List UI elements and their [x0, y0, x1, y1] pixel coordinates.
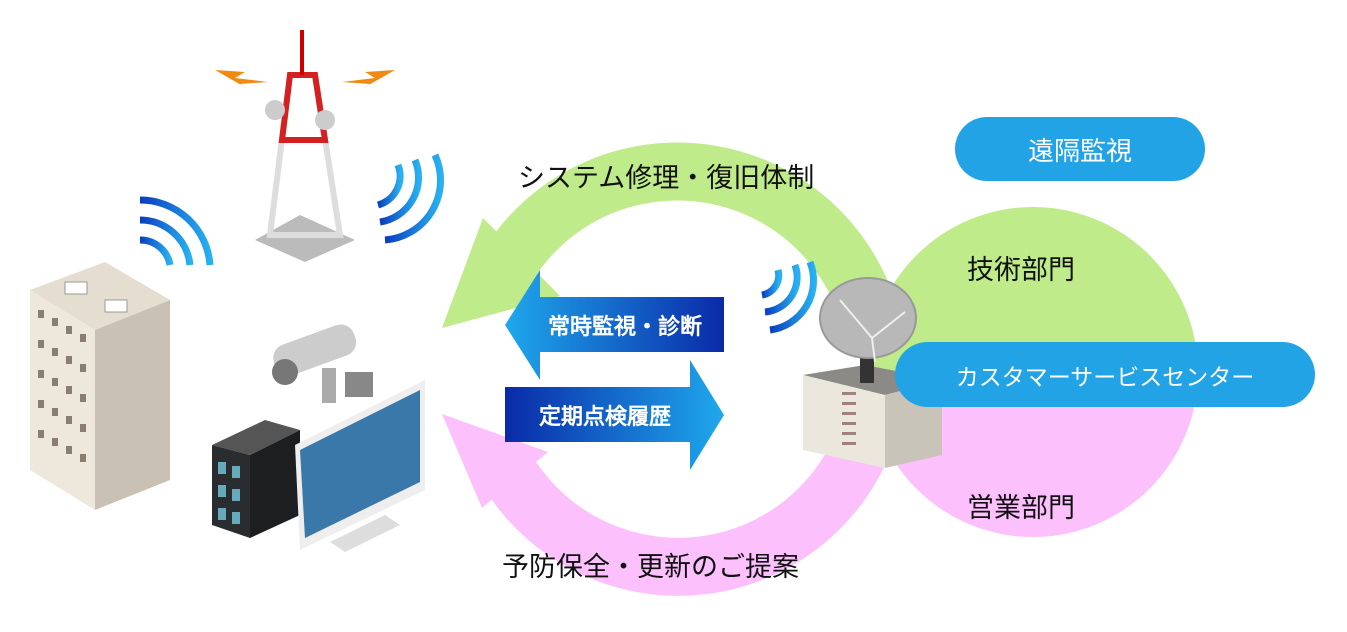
arrow-right: [505, 360, 724, 470]
apartment-building-icon: [30, 262, 170, 510]
cycle-top-label: システム修理・復旧体制: [518, 163, 815, 194]
technical-dept-label: 技術部門: [967, 255, 1075, 286]
server-icon: [212, 420, 300, 538]
department-circle: [868, 207, 1198, 537]
security-camera-icon: [272, 324, 373, 403]
arrow-left-label: 常時監視・診断: [547, 314, 702, 340]
customer-service-badge: カスタマーサービスセンター: [895, 342, 1315, 407]
monitor-icon: [295, 380, 425, 552]
arrow-left: [505, 270, 724, 380]
signal-waves-icon: [139, 153, 817, 334]
cycle-bottom-label: 予防保全・更新のご提案: [502, 552, 799, 583]
remote-monitoring-badge: 遠隔監視: [955, 117, 1205, 181]
sales-dept-label: 営業部門: [967, 493, 1075, 524]
cycle-arrow-pink: [442, 414, 896, 596]
arrow-right-label: 定期点検履歴: [538, 404, 671, 430]
radio-tower-icon: [215, 30, 395, 262]
